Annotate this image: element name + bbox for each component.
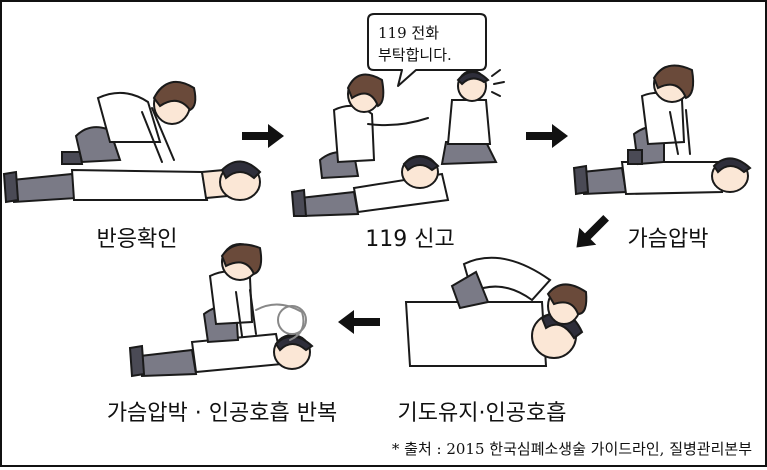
step-1-illustration	[2, 80, 262, 204]
speech-bubble-line-2: 부탁합니다.	[378, 46, 452, 64]
speech-bubble-line-1: 119 전화	[378, 24, 439, 42]
right-arrow-icon	[242, 124, 284, 148]
step-3-illustration	[572, 64, 752, 196]
step-3-label: 가슴압박	[628, 227, 709, 252]
speech-bubble	[367, 13, 487, 87]
step-1-label: 반응확인	[97, 227, 178, 252]
source-note: * 출처 : 2015 한국심폐소생술 가이드라인, 질병관리본부	[392, 440, 752, 458]
cpr-diagram: 반응확인 119 전화 부탁합니다. 119 신고	[2, 13, 752, 458]
step-4-label: 기도유지·인공호흡	[398, 401, 567, 426]
step-2-label: 119 신고	[365, 227, 454, 252]
step-5-label: 가슴압박 · 인공호흡 반복	[107, 401, 337, 426]
step-5-illustration	[128, 243, 314, 378]
step-2-illustration: 119 전화 부탁합니다.	[290, 13, 505, 218]
step-4-illustration	[404, 256, 588, 367]
left-arrow-icon	[338, 310, 380, 334]
down-left-arrow-icon	[576, 215, 609, 248]
right-arrow-icon	[526, 124, 568, 148]
